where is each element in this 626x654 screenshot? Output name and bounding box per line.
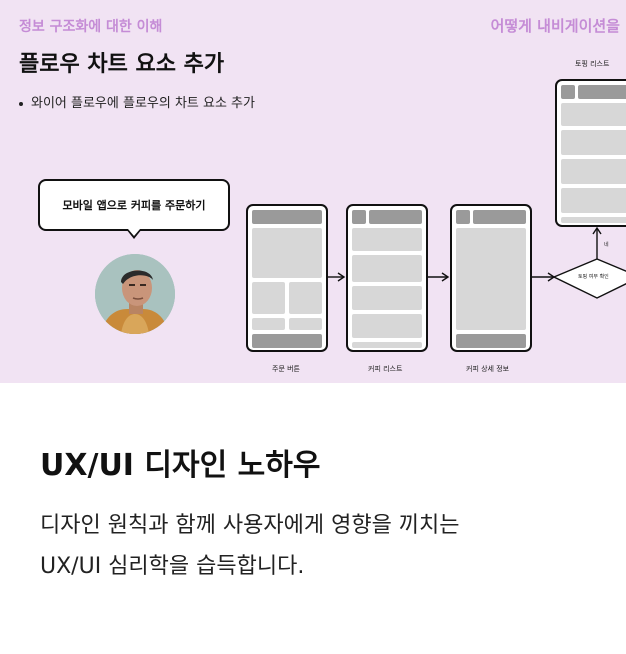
wireframe-screen-order bbox=[246, 204, 328, 352]
coffee-list-label: 커피 리스트 bbox=[368, 365, 403, 373]
wireframe-content-block bbox=[252, 228, 322, 278]
order-button-label: 주문 버튼 bbox=[272, 365, 300, 373]
yes-label: 네 bbox=[604, 242, 609, 248]
wireframe-content-block bbox=[289, 282, 322, 314]
slide-bullet-text: 와이어 플로우에 플로우의 차트 요소 추가 bbox=[31, 96, 255, 111]
wireframe-content-block bbox=[456, 228, 526, 330]
wireframe-list-row bbox=[561, 130, 626, 155]
speech-bubble-text: 모바일 앱으로 커피를 주문하기 bbox=[62, 199, 206, 212]
wireframe-footer-block bbox=[252, 334, 322, 348]
person-illustration bbox=[95, 254, 175, 334]
wireframe-screen-coffee-list bbox=[346, 204, 428, 352]
wireframe-screen-topping-list bbox=[555, 79, 626, 227]
bullet-dot-icon bbox=[19, 101, 23, 106]
wireframe-list-row bbox=[352, 314, 422, 338]
slide-kicker-right: 어떻게 내비게이션을 bbox=[490, 17, 620, 35]
wireframe-header-block bbox=[456, 210, 470, 224]
card-description-line-2: UX/UI 심리학을 습득합니다. bbox=[40, 554, 305, 579]
card-title[interactable]: UX/UI 디자인 노하우 bbox=[40, 448, 321, 483]
wireframe-list-row bbox=[352, 286, 422, 310]
wireframe-list-row bbox=[561, 217, 626, 223]
wireframe-list-row bbox=[561, 188, 626, 213]
flow-connectors bbox=[328, 226, 626, 299]
course-thumbnail[interactable]: 정보 구조화에 대한 이해 어떻게 내비게이션을 플로우 차트 요소 추가 와이… bbox=[0, 0, 626, 383]
wireframe-header-block bbox=[369, 210, 422, 224]
card-description-line-1: 디자인 원칙과 함께 사용자에게 영향을 끼치는 bbox=[40, 513, 460, 538]
coffee-detail-label: 커피 상세 정보 bbox=[466, 365, 510, 373]
wireframe-header-block bbox=[252, 210, 322, 224]
wireframe-header-block bbox=[578, 85, 626, 99]
wireframe-content-block bbox=[252, 318, 285, 330]
wireframe-list-row bbox=[352, 228, 422, 251]
speech-bubble-tail-inner bbox=[128, 229, 140, 236]
wireframe-content-block bbox=[252, 282, 285, 314]
wireframe-list-row bbox=[561, 159, 626, 184]
wireframe-footer-block bbox=[456, 334, 526, 348]
topping-list-label: 토핑 리스트 bbox=[575, 60, 610, 68]
wireframe-list-row bbox=[561, 103, 626, 126]
wireframe-header-block bbox=[561, 85, 575, 99]
speech-bubble: 모바일 앱으로 커피를 주문하기 bbox=[38, 179, 230, 231]
slide-kicker-left: 정보 구조화에 대한 이해 bbox=[19, 19, 163, 35]
wireframe-list-row bbox=[352, 342, 422, 348]
wireframe-content-block bbox=[289, 318, 322, 330]
decision-label: 토핑 여부 확인 bbox=[578, 274, 609, 280]
wireframe-screen-coffee-detail bbox=[450, 204, 532, 352]
slide-title: 플로우 차트 요소 추가 bbox=[19, 52, 225, 77]
avatar bbox=[95, 254, 175, 334]
slide-bullet: 와이어 플로우에 플로우의 차트 요소 추가 bbox=[19, 92, 255, 111]
wireframe-list-row bbox=[352, 255, 422, 282]
card-description: 디자인 원칙과 함께 사용자에게 영향을 끼치는 UX/UI 심리학을 습득합니… bbox=[40, 505, 460, 587]
wireframe-header-block bbox=[352, 210, 366, 224]
decision-diamond bbox=[552, 258, 626, 299]
wireframe-header-block bbox=[473, 210, 526, 224]
